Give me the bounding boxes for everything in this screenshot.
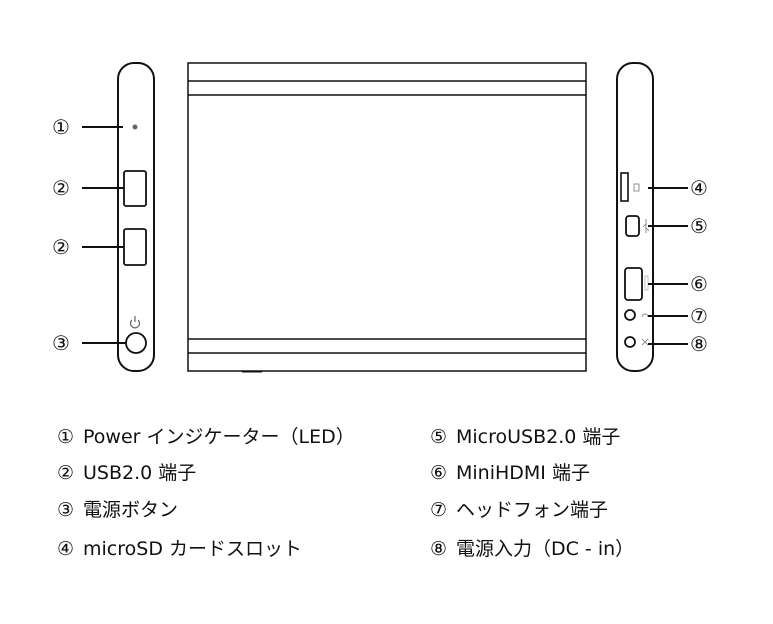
marker-3: ③ <box>52 331 70 355</box>
front-view <box>187 62 587 373</box>
legend-number: ⑧ <box>430 538 448 560</box>
legend-label: Power インジケーター（LED） <box>83 426 355 448</box>
power-symbol-icon <box>129 316 141 329</box>
legend-label: 電源入力（DC - in） <box>456 538 635 560</box>
legend-label: MiniHDMI 端子 <box>456 462 590 484</box>
marker-2a: ② <box>52 176 70 200</box>
legend-label: 電源ボタン <box>83 499 179 521</box>
legend-item-5: ⑤ MicroUSB2.0 端子 <box>430 425 620 449</box>
headphone-icon <box>641 313 649 318</box>
legend-number: ⑦ <box>430 499 448 521</box>
legend-item-2: ② USB2.0 端子 <box>57 461 196 485</box>
legend-number: ② <box>57 462 75 484</box>
usb-icon <box>642 219 650 233</box>
left-side-view <box>117 62 155 372</box>
dc-icon <box>641 338 649 346</box>
legend-label: microSD カードスロット <box>83 538 302 560</box>
legend-item-7: ⑦ ヘッドフォン端子 <box>430 498 608 522</box>
legend-number: ③ <box>57 499 75 521</box>
usb-port-2 <box>123 228 147 266</box>
microsd-icon <box>633 183 640 192</box>
marker-8: ⑧ <box>690 332 708 356</box>
marker-1: ① <box>52 115 70 139</box>
power-button <box>125 332 147 354</box>
legend-item-6: ⑥ MiniHDMI 端子 <box>430 461 590 485</box>
hdmi-icon <box>644 275 649 291</box>
marker-2b: ② <box>52 235 70 259</box>
legend-label: USB2.0 端子 <box>83 462 197 484</box>
leader-lines <box>82 126 688 345</box>
marker-4: ④ <box>690 176 708 200</box>
headphone-jack <box>624 309 636 321</box>
marker-6: ⑥ <box>690 272 708 296</box>
minihdmi-port <box>624 267 643 301</box>
legend-item-3: ③ 電源ボタン <box>57 498 178 522</box>
legend-number: ⑥ <box>430 462 448 484</box>
legend-number: ⑤ <box>430 426 448 448</box>
right-side-view <box>616 62 654 372</box>
microsd-slot <box>620 172 629 202</box>
legend-item-4: ④ microSD カードスロット <box>57 537 302 561</box>
legend-label: MicroUSB2.0 端子 <box>456 426 621 448</box>
marker-7: ⑦ <box>690 304 708 328</box>
usb-port-1 <box>123 170 147 207</box>
device-diagram: ① ② ② ③ ④ ⑤ ⑥ ⑦ ⑧ <box>52 62 708 373</box>
legend-item-1: ① Power インジケーター（LED） <box>57 425 355 449</box>
power-led <box>132 124 138 130</box>
legend-label: ヘッドフォン端子 <box>456 499 609 521</box>
marker-5: ⑤ <box>690 214 708 238</box>
legend-number: ① <box>57 426 75 448</box>
microusb-port <box>625 215 640 237</box>
dc-in-jack <box>624 336 636 348</box>
legend-item-8: ⑧ 電源入力（DC - in） <box>430 537 634 561</box>
legend-number: ④ <box>57 538 75 560</box>
